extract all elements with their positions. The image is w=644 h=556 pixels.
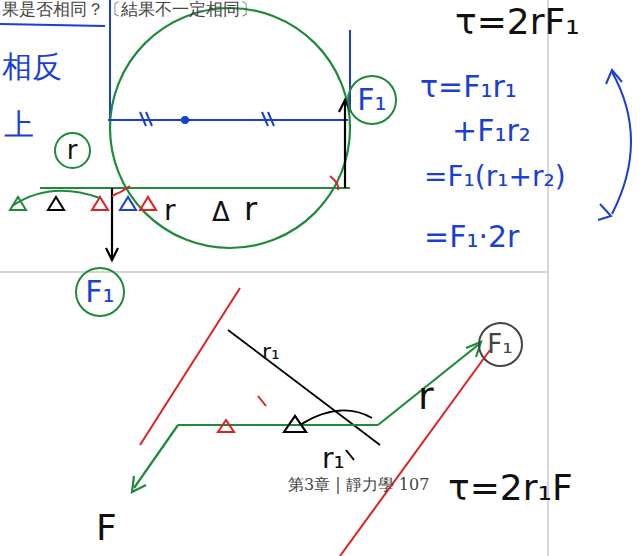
lever-arm <box>178 424 378 426</box>
arrow-head <box>339 100 351 112</box>
circled-symbol: r <box>54 132 91 169</box>
tick-mark <box>258 396 266 406</box>
radius-arc <box>300 410 372 425</box>
arrow-head <box>132 476 146 492</box>
pivot-triangle <box>48 197 64 210</box>
force-arrow <box>134 425 178 488</box>
underline <box>0 24 105 26</box>
perpendicular-line <box>228 330 380 445</box>
pivot-triangle <box>92 197 108 210</box>
pivot-triangle <box>140 197 156 210</box>
symbol-text: r <box>67 137 78 163</box>
handwritten-label: r <box>418 376 434 418</box>
circled-symbol: F₁ <box>347 75 397 125</box>
tick-mark <box>262 112 268 126</box>
handwritten-label: r <box>164 196 176 227</box>
lever-arm <box>40 187 350 189</box>
tick-mark <box>140 112 146 126</box>
force-arrow <box>111 188 113 258</box>
handwritten-label: τ=2r₁F <box>448 468 573 508</box>
guide-line <box>349 30 351 110</box>
center-dot <box>181 116 189 124</box>
handwritten-label: =F₁(r₁+r₂) <box>424 162 566 193</box>
handwritten-label: r <box>244 192 257 227</box>
handwritten-label: τ=F₁r₁ <box>420 70 517 103</box>
handwritten-label: 果是否相同？〔結果不一定相同〕 <box>2 0 257 19</box>
pivot-triangle <box>218 420 234 432</box>
handwritten-label: τ=2rF₁ <box>455 2 580 42</box>
curved-arrow <box>612 72 631 214</box>
symbol-text: F₁ <box>85 277 114 307</box>
symbol-text: F₁ <box>487 331 512 357</box>
handwritten-label: r₁ <box>262 340 280 364</box>
tick-mark <box>268 112 274 126</box>
arrow-head <box>598 204 611 220</box>
arrow-head <box>606 70 622 84</box>
handwritten-label: 相反 <box>2 50 62 83</box>
page-edge <box>0 271 548 273</box>
angle-mark <box>112 186 130 196</box>
handwritten-label: 第3章 | 靜力學 107 <box>288 476 429 494</box>
sketch-arc <box>12 191 100 206</box>
handwritten-label: =F₁·2r <box>424 220 519 253</box>
handwritten-label: Δ <box>212 198 230 227</box>
pivot-triangle <box>120 197 136 210</box>
arrow-head <box>106 248 118 260</box>
line-of-action <box>140 288 240 445</box>
circled-symbol: F₁ <box>75 267 125 317</box>
rotation-circle <box>110 8 350 248</box>
circled-symbol: F₁ <box>478 322 523 367</box>
angle-mark <box>330 176 338 190</box>
force-arrow <box>344 102 346 188</box>
tick-mark <box>346 450 354 460</box>
force-arrow <box>378 345 478 425</box>
handwritten-label: r₁ <box>322 444 345 475</box>
handwritten-label: 上 <box>4 108 34 141</box>
handwritten-label: +F₁r₂ <box>452 114 531 147</box>
tick-mark <box>146 112 152 126</box>
symbol-text: F₁ <box>357 85 386 115</box>
handwritten-label: F <box>96 508 117 548</box>
line-of-action <box>340 350 490 556</box>
